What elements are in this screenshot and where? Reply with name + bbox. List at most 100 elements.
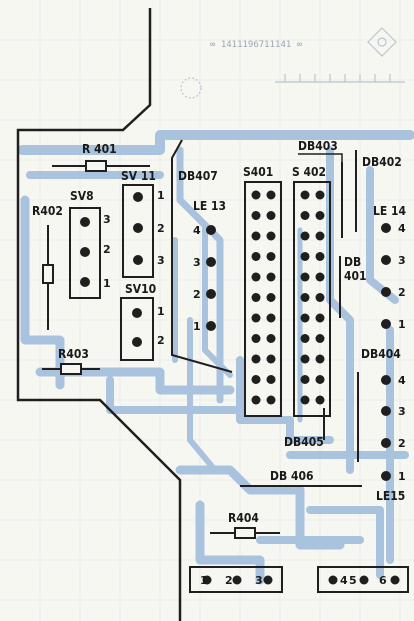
switch-pad [266,313,276,323]
label-db402: DB402 [362,155,402,169]
switch-pad [266,334,276,343]
bottom-connector-left [189,566,283,593]
sv8-pin-3: 3 [103,213,111,226]
label-le14: LE 14 [373,204,407,218]
label-db405: DB405 [284,435,324,449]
bottom-pads [202,575,400,585]
switch-pad [266,395,276,405]
resistor-r403 [42,363,100,375]
sv11-pin-2: 2 [157,222,165,235]
switch-pad [315,293,325,302]
switch-pad [251,190,261,200]
s402-pads [300,190,325,405]
le13-pin-4: 4 [193,224,201,237]
label-db403: DB403 [298,139,338,153]
switch-pad [315,334,325,343]
switch-pad [300,354,310,364]
switch-pad [266,293,276,302]
s401-switch [244,181,282,417]
le14-pin-2: 2 [398,286,406,299]
db403-leader [298,153,343,165]
switch-pad [315,252,325,261]
sv11-connector [122,184,154,278]
s402-switch [293,181,331,417]
label-db404: DB404 [361,347,401,361]
switch-pad [300,334,310,343]
sv11-pads [133,192,143,265]
switch-pad [251,334,261,343]
bottom-pin-3: 3 [255,574,263,587]
sv8-pin-1: 1 [103,277,111,290]
switch-pad [300,272,310,282]
label-db401-a: DB [344,255,361,269]
le14-pin-3: 3 [398,254,406,267]
sv8-pads [80,217,90,287]
label-sv8: SV8 [70,189,94,203]
le15-pads [381,375,391,481]
switch-pad [251,211,261,220]
s401-pads [251,190,276,405]
switch-pad [251,293,261,302]
le15-pin-3: 3 [398,405,406,418]
label-sv10: SV10 [125,282,156,296]
switch-pad [315,375,325,384]
label-r401: R 401 [82,142,117,156]
resistor-r401 [52,160,150,172]
sv8-connector [69,207,101,299]
label-sv11: SV 11 [121,169,156,183]
sv10-pads [132,308,142,347]
switch-pad [300,252,310,261]
faint-marking: ∞ 1411196711141 ∞ [210,40,303,50]
switch-pad [266,375,276,384]
switch-pad [315,354,325,364]
le13-pin-2: 2 [193,288,201,301]
switch-pad [251,231,261,241]
bottom-pin-6: 6 [379,574,387,587]
label-db407: DB407 [178,169,218,183]
db407-line [171,139,233,373]
switch-pad [251,272,261,282]
sv11-pin-1: 1 [157,189,165,202]
switch-pad [251,375,261,384]
switch-pad [300,293,310,302]
label-le15: LE15 [376,489,405,503]
switch-pad [315,211,325,220]
sv11-pin-3: 3 [157,254,165,267]
switch-pad [300,375,310,384]
bottom-pin-5: 5 [349,574,357,587]
switch-pad [300,211,310,220]
label-db401-b: 401 [344,269,367,283]
sv8-pin-2: 2 [103,243,111,256]
label-s401: S401 [243,165,273,179]
switch-pad [300,395,310,405]
switch-pad [251,313,261,323]
sv10-pin-2: 2 [157,334,165,347]
label-r403: R403 [58,347,89,361]
le13-pin-1: 1 [193,320,201,333]
switch-pad [315,395,325,405]
le15-pin-1: 1 [398,470,406,483]
switch-pad [300,231,310,241]
label-s402: S 402 [292,165,326,179]
faint-fiducial [180,27,397,99]
le14-pin-4: 4 [398,222,406,235]
resistor-r402 [42,225,54,330]
switch-pad [315,190,325,200]
le14-pin-1: 1 [398,318,406,331]
le13-pin-3: 3 [193,256,201,269]
board-outline [16,8,182,621]
bottom-connector-right [317,566,409,593]
label-r404: R404 [228,511,259,525]
le13-pads [206,225,216,331]
switch-pad [266,252,276,261]
switch-pad [315,272,325,282]
le14-pads [381,223,391,329]
switch-pad [315,313,325,323]
switch-pad [315,231,325,241]
switch-pad [266,211,276,220]
switch-pad [266,231,276,241]
faint-tick-row [275,74,405,83]
switch-pad [251,252,261,261]
